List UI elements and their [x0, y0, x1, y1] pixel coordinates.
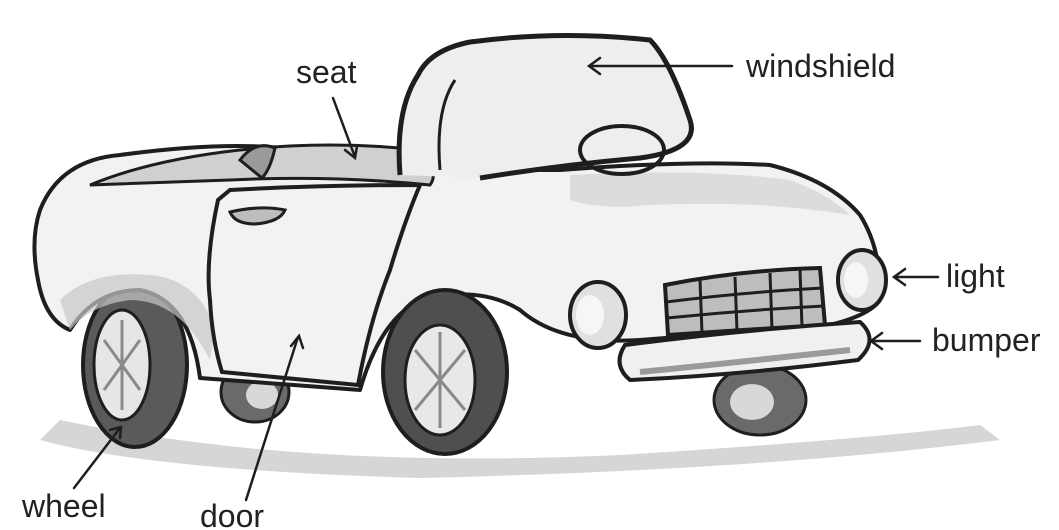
label-bumper: bumper [932, 324, 1041, 356]
label-wheel: wheel [22, 490, 106, 522]
label-light: light [946, 260, 1005, 292]
bumper-arrow [871, 333, 920, 349]
label-seat: seat [296, 56, 356, 88]
label-door: door [200, 500, 264, 530]
label-windshield: windshield [746, 50, 895, 82]
front-wheel [383, 290, 507, 454]
headlight-left [570, 282, 626, 348]
light-arrow [894, 269, 938, 285]
ground-shadow [40, 420, 1000, 478]
headlight-right [838, 250, 886, 310]
